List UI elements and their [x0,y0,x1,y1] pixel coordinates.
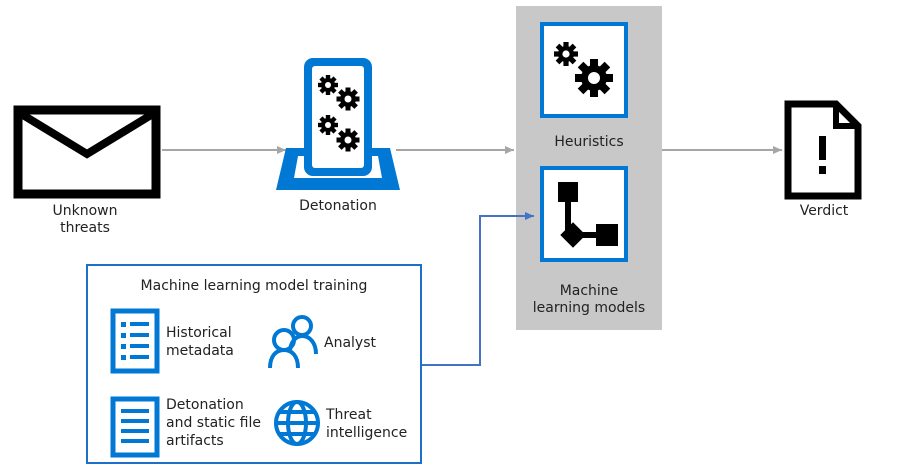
historical-metadata-line1: Historical [166,325,232,341]
document-list-icon [110,308,160,374]
detonation-artifacts-line3: artifacts [166,433,224,449]
envelope-icon [13,105,161,199]
ml-models-label: Machine learning models [520,283,658,317]
threat-intelligence-line2: intelligence [326,425,408,441]
detonation-artifacts-label: Detonation and static file artifacts [166,396,276,450]
unknown-threats-line1: Unknown [52,203,118,219]
unknown-threats-label: Unknown threats [30,203,140,237]
ml-models-line1: Machine [559,283,619,299]
gears-icon [554,42,613,97]
unknown-threats-line2: threats [60,220,110,236]
threat-intelligence-label: Threat intelligence [326,406,418,442]
detonation-label: Detonation [299,198,377,214]
historical-metadata-line2: metadata [166,343,234,359]
heuristics-label: Heuristics [554,134,624,150]
threat-intelligence-line1: Threat [326,407,372,423]
detonation-icon [276,58,400,190]
verdict-label: Verdict [799,203,849,219]
analyst-label: Analyst [324,335,376,351]
verdict-document-icon [784,100,862,200]
arrow-training-to-models [422,212,534,366]
training-box: Machine learning model training Historic… [86,264,422,464]
tree-icon [558,182,618,248]
training-title: Machine learning model training [140,278,368,294]
document-list-icon [110,396,160,458]
globe-icon [274,400,320,446]
heuristics-tile [540,22,628,118]
people-icon [268,315,318,369]
historical-metadata-label: Historical metadata [166,324,266,360]
detonation-artifacts-line1: Detonation [166,397,244,413]
detonation-artifacts-line2: and static file [166,415,261,431]
ml-models-tile [540,166,628,262]
ml-models-line2: learning models [532,300,646,316]
